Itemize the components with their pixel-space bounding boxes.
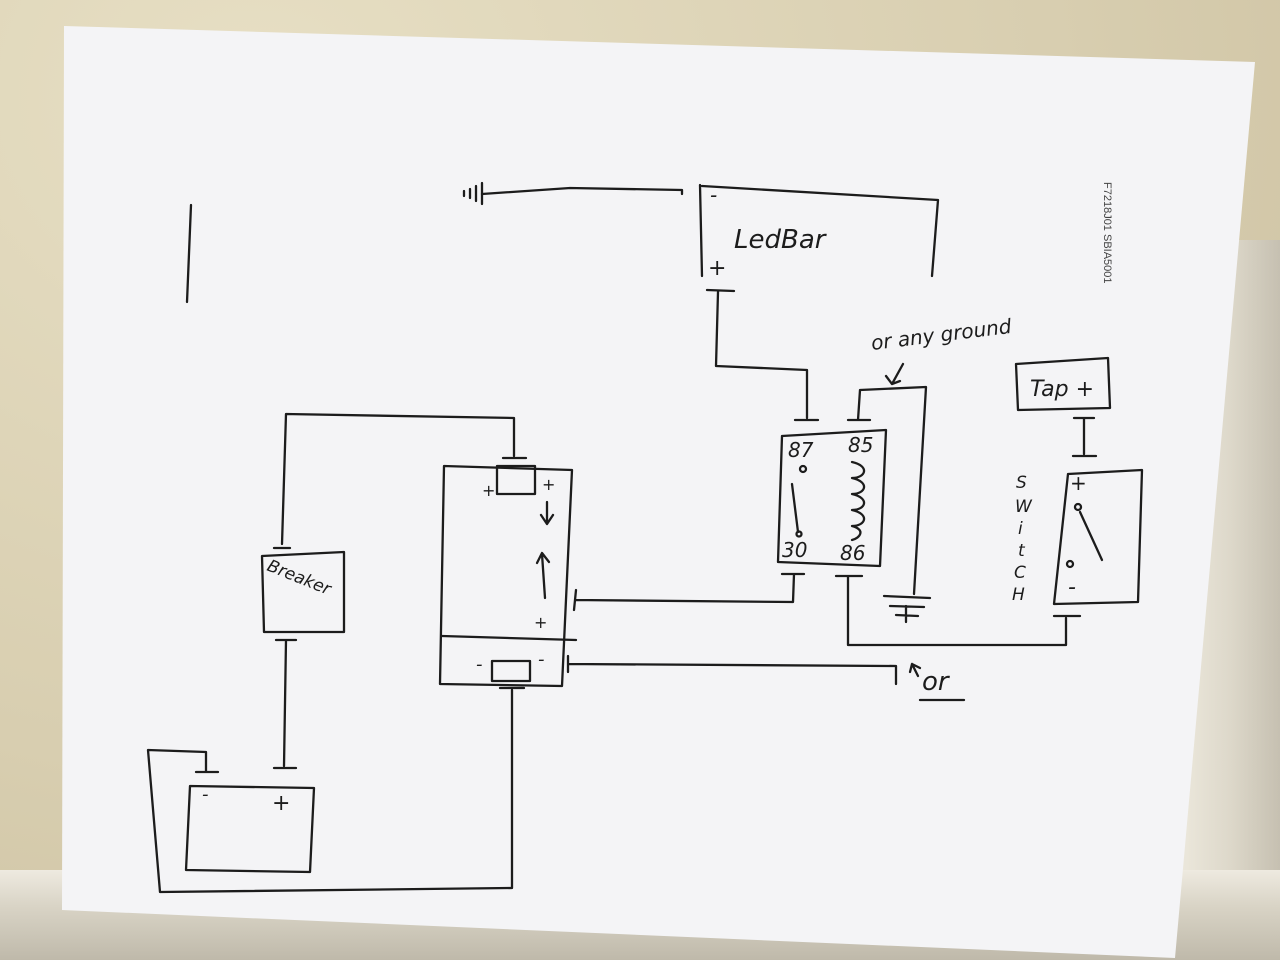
svg-text:i: i xyxy=(1018,519,1023,539)
stray-mark xyxy=(185,203,193,304)
panel-minus-right: - xyxy=(538,649,545,670)
panel-minus-left: - xyxy=(476,654,483,675)
panel-plus-bottom: + xyxy=(534,613,547,632)
tap-label: Tap + xyxy=(1030,377,1094,402)
svg-text:C: C xyxy=(1014,563,1026,583)
switch-minus: - xyxy=(1068,575,1076,600)
svg-text:S: S xyxy=(1016,473,1027,493)
ground-symbol-relay xyxy=(882,594,932,624)
ground-symbol-top xyxy=(462,181,684,206)
svg-text:t: t xyxy=(1018,541,1026,561)
wire-tap-to-switch xyxy=(1071,416,1098,458)
wire-86-to-switch xyxy=(834,574,1082,647)
wire-ledbar-to-87 xyxy=(705,288,820,422)
paper-sheet xyxy=(62,26,1255,958)
svg-text:W: W xyxy=(1015,497,1033,517)
panel-plus-right: + xyxy=(542,475,555,494)
relay-coil xyxy=(850,460,866,542)
ledbar-box: - LedBar + xyxy=(698,183,940,281)
pin-86-label: 86 xyxy=(840,541,865,565)
annotation-arrow xyxy=(884,362,905,386)
wire-battery-negative-loop xyxy=(146,686,526,894)
pin-30-label: 30 xyxy=(782,538,807,562)
switch-label: S W i t C H xyxy=(1012,473,1033,605)
battery-box: - + xyxy=(184,784,316,874)
wire-breaker-to-panel xyxy=(280,412,528,546)
wire-breaker-to-battery xyxy=(272,638,298,770)
svg-text:H: H xyxy=(1012,585,1025,605)
ledbar-label: LedBar xyxy=(734,225,828,255)
ledbar-plus: + xyxy=(708,256,726,281)
battery-plus: + xyxy=(272,791,290,816)
fuse-panel: + + + - - xyxy=(438,464,578,688)
switch-plus: + xyxy=(1070,471,1087,495)
wire-85-to-ground xyxy=(846,385,928,596)
battery-minus: - xyxy=(202,784,209,805)
pin-85-label: 85 xyxy=(848,433,873,457)
paper-code: F7218J01 SBIA5001 xyxy=(1101,182,1113,284)
pin-87-label: 87 xyxy=(788,438,814,462)
or-arrow xyxy=(908,662,922,678)
panel-plus-left: + xyxy=(482,481,495,500)
or-label: or xyxy=(922,667,951,697)
switch-box: + - xyxy=(1052,468,1144,606)
wire-panel-ground-or xyxy=(566,654,898,686)
wire-30-to-panel xyxy=(572,572,806,612)
relay-box: 87 85 30 86 xyxy=(776,428,888,568)
tap-box: Tap + xyxy=(1014,356,1112,412)
ledbar-minus: - xyxy=(710,183,717,207)
